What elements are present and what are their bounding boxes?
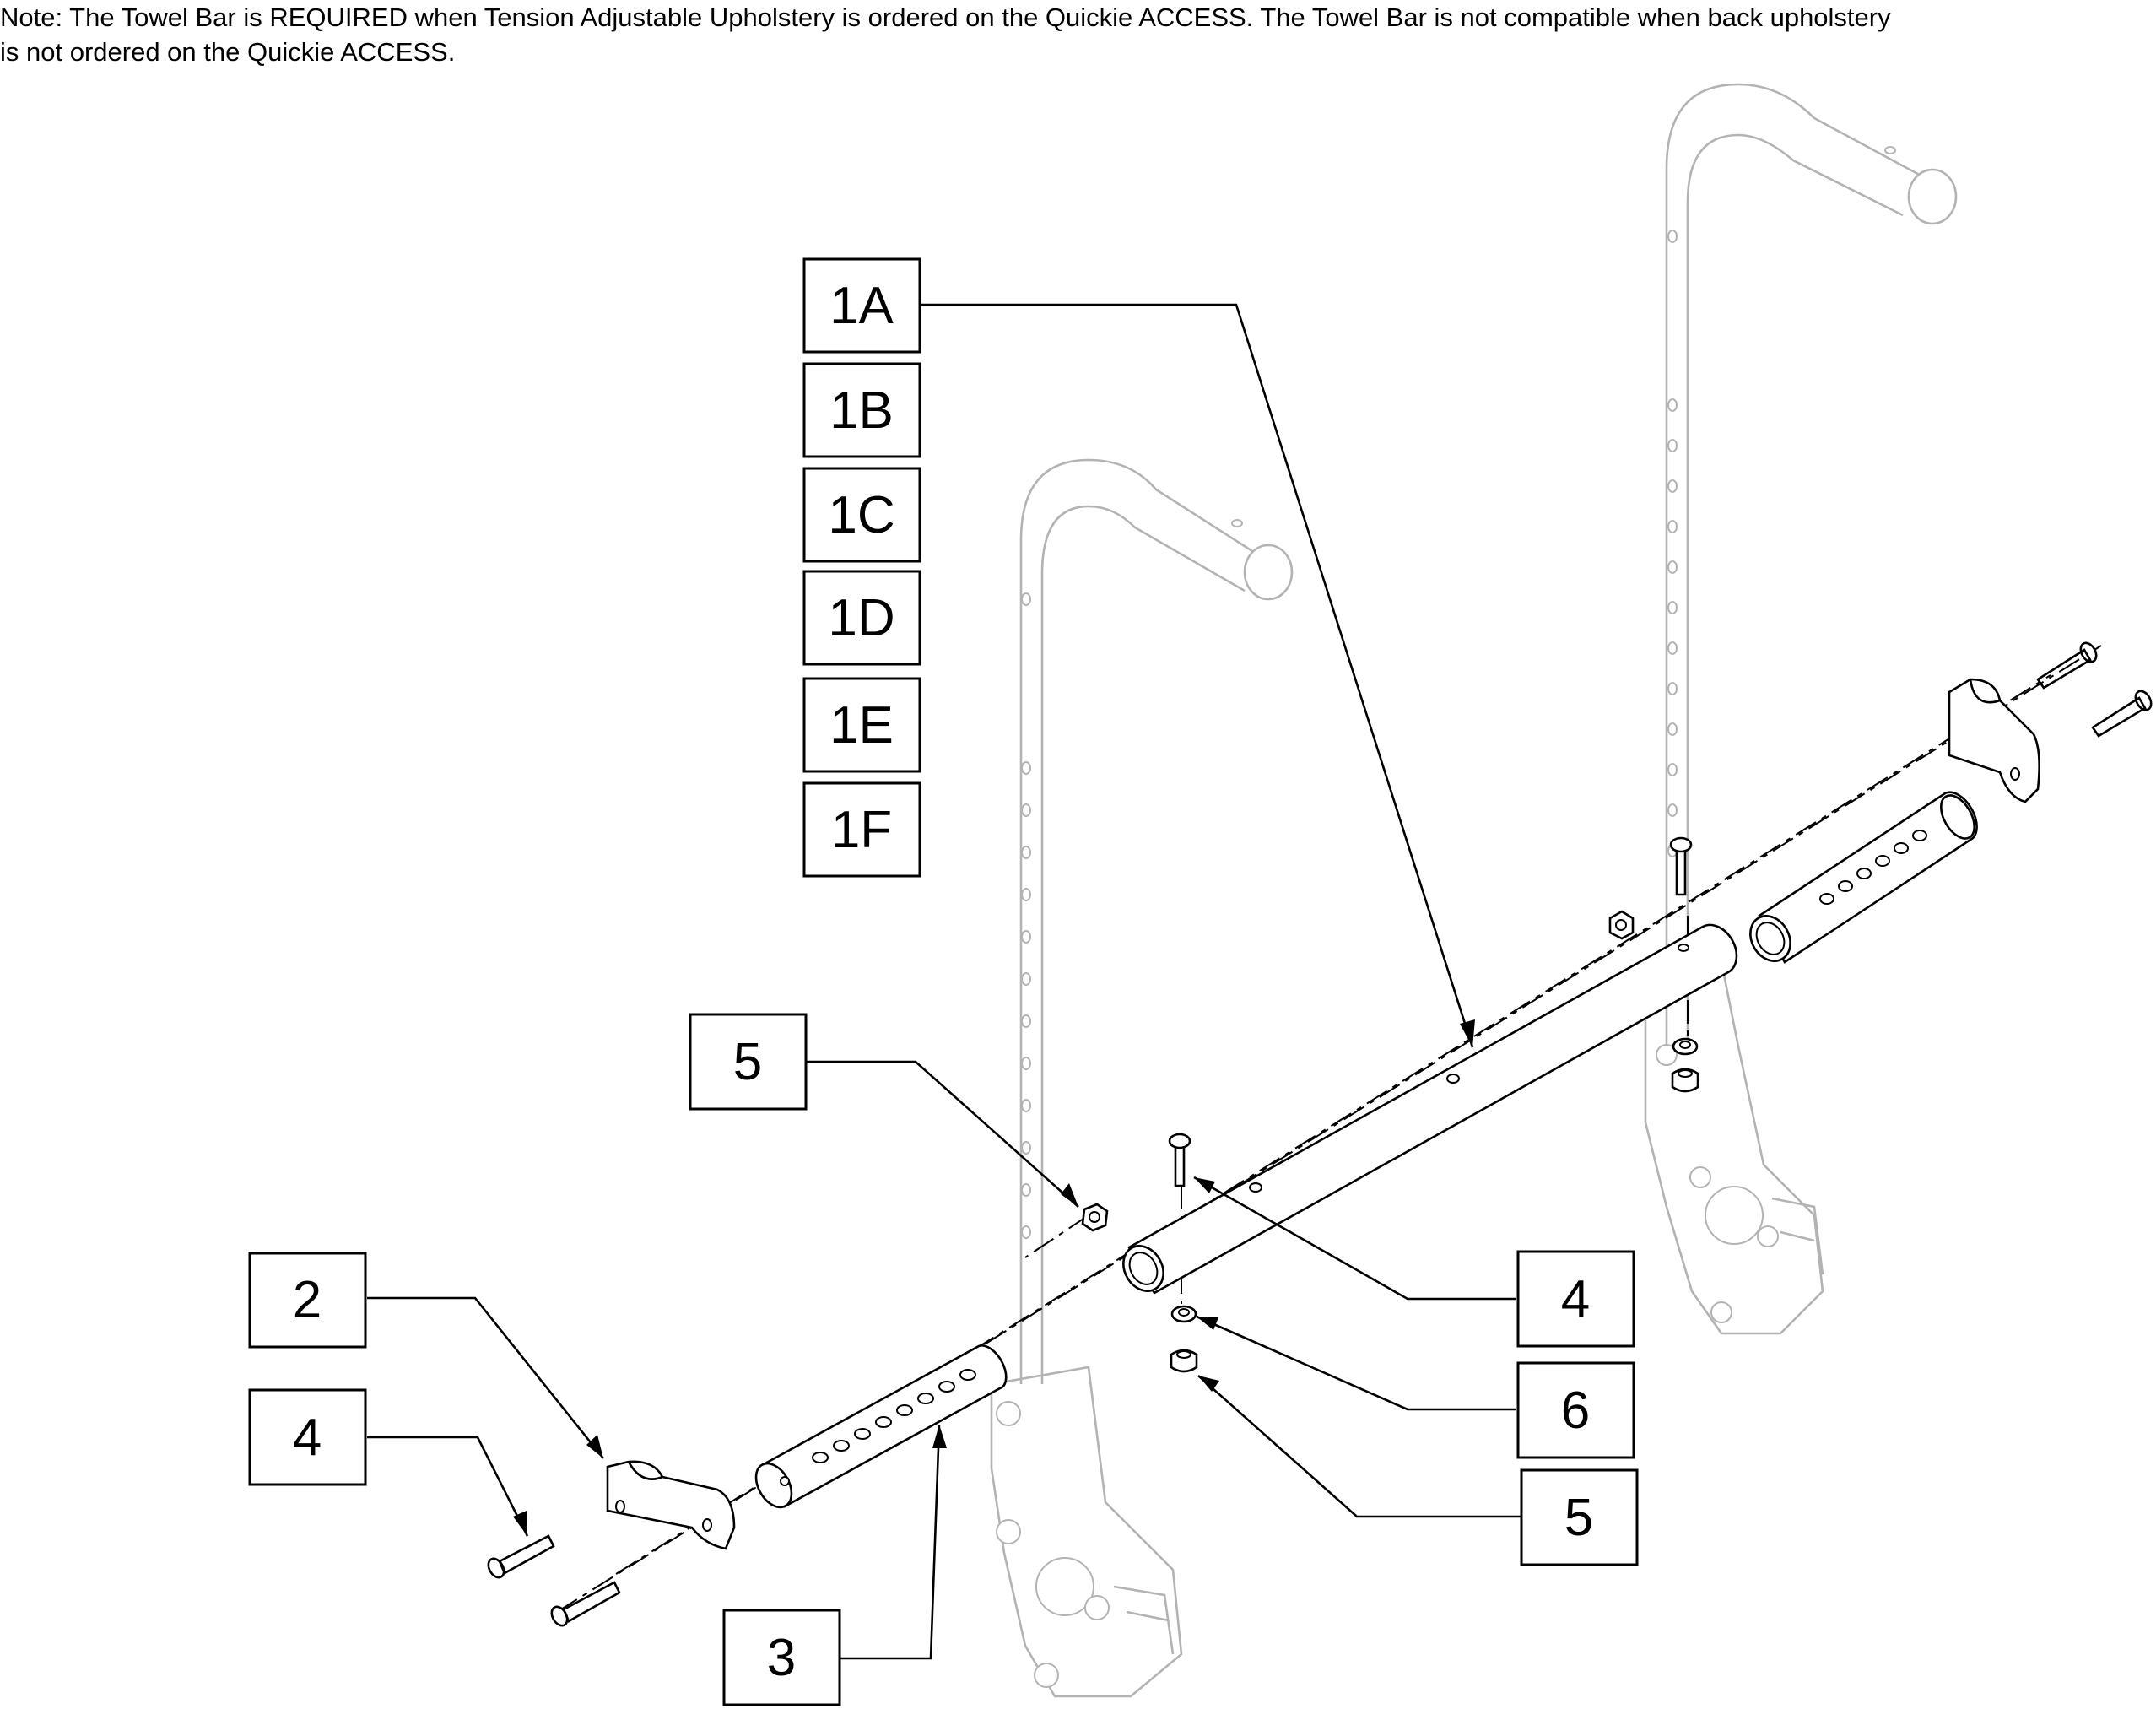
nut-left-upper	[1081, 1203, 1109, 1232]
nuts-and-washers	[1081, 910, 1699, 1373]
arrowhead-5-lower	[1198, 1376, 1219, 1392]
screw-left-lower	[550, 1581, 621, 1627]
callout-1c-label: 1C	[828, 486, 894, 544]
callout-6-label: 6	[1561, 1382, 1590, 1440]
towel-bar-tube	[1122, 923, 1738, 1295]
arrowhead-6	[1197, 1317, 1218, 1330]
screws	[487, 641, 2153, 1627]
callout-5-lower: 5	[1520, 1468, 1639, 1566]
washer-right	[1672, 1037, 1699, 1056]
leader-3	[840, 1424, 941, 1660]
left-clamp	[606, 1460, 736, 1550]
leader-6	[1196, 1315, 1516, 1411]
callout-4-right-label: 4	[1561, 1270, 1590, 1328]
callout-1c: 1C	[802, 467, 921, 563]
note-line-2: is not ordered on the Quickie ACCESS.	[0, 37, 456, 67]
callout-1d: 1D	[802, 570, 921, 666]
left-back-cane	[990, 458, 1294, 1698]
arrowhead-1a	[1460, 1019, 1475, 1047]
callout-1f: 1F	[802, 781, 921, 878]
right-adjustment-tube	[1749, 791, 1978, 964]
callout-6: 6	[1516, 1361, 1635, 1459]
callout-1b: 1B	[802, 362, 921, 458]
leader-4-right	[1193, 1176, 1516, 1301]
nut-center-lower	[1170, 1349, 1198, 1373]
note-text: Note: The Towel Bar is REQUIRED when Ten…	[0, 0, 2156, 69]
left-adjustment-tube	[754, 1344, 1008, 1509]
arrowheads	[513, 1019, 1475, 1536]
leader-lines	[367, 303, 1521, 1660]
callout-5-lower-label: 5	[1564, 1489, 1593, 1547]
arrowhead-4-right	[1194, 1177, 1215, 1193]
callout-1e-label: 1E	[829, 696, 894, 754]
callout-1f-label: 1F	[831, 801, 892, 859]
screw-right-vertical	[1669, 836, 1693, 896]
callout-5-upper: 5	[689, 1013, 808, 1111]
leader-5-lower	[1197, 1375, 1521, 1518]
callout-2-label: 2	[293, 1271, 322, 1329]
right-clamp	[1948, 678, 2040, 803]
arrowhead-4-left	[513, 1511, 527, 1536]
arrowhead-5-upper	[1061, 1183, 1078, 1207]
screw-right-lower	[2091, 690, 2153, 738]
callout-4-left: 4	[248, 1388, 367, 1486]
arrowhead-3	[932, 1425, 947, 1448]
leader-5-upper	[807, 1060, 1079, 1208]
note-line-1: Note: The Towel Bar is REQUIRED when Ten…	[0, 3, 1891, 32]
callout-1e: 1E	[802, 677, 921, 773]
callout-4-left-label: 4	[293, 1409, 322, 1467]
callout-2: 2	[248, 1252, 367, 1349]
arrowhead-2	[586, 1435, 603, 1458]
nut-right-side	[1608, 910, 1635, 940]
leader-2	[367, 1296, 605, 1459]
leader-4-left	[367, 1436, 529, 1537]
callout-5-upper-label: 5	[733, 1033, 762, 1091]
left-cane-holes	[1021, 592, 1031, 1239]
nut-right-lower	[1671, 1068, 1699, 1093]
callout-1b-label: 1B	[829, 381, 894, 440]
callout-3-label: 3	[767, 1629, 796, 1687]
screw-right-upper	[2036, 641, 2098, 690]
callout-1a: 1A	[802, 257, 921, 354]
screw-left-upper	[487, 1534, 555, 1579]
washer-center	[1170, 1305, 1197, 1323]
callout-1a-label: 1A	[829, 277, 894, 335]
screw-center-vertical	[1168, 1133, 1191, 1187]
callout-4-right: 4	[1516, 1250, 1635, 1348]
leader-1a	[921, 303, 1474, 1048]
right-cane-holes	[1667, 230, 1678, 857]
callout-1d-label: 1D	[828, 589, 894, 647]
right-back-cane	[1644, 83, 1958, 1335]
callout-3: 3	[722, 1609, 841, 1706]
